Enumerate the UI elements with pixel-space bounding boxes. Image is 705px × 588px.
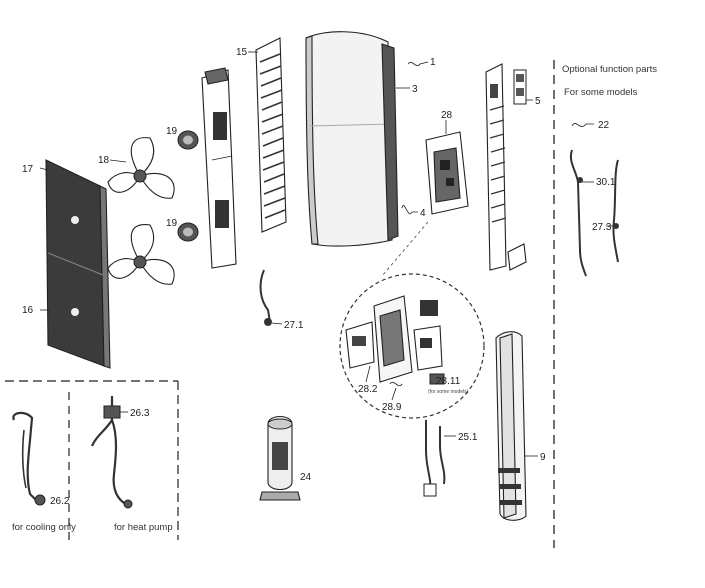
label-26-2: 26.2 bbox=[50, 496, 70, 507]
label-1: 1 bbox=[430, 57, 436, 68]
fan-motor-lower bbox=[177, 222, 199, 242]
label-22: 22 bbox=[598, 120, 610, 131]
optional-parts-title: Optional function parts bbox=[562, 64, 657, 75]
label-15: 15 bbox=[236, 47, 248, 58]
corner-bracket bbox=[507, 243, 527, 271]
motor-bracket bbox=[201, 67, 237, 269]
valve-26-3-heat-pump bbox=[90, 396, 133, 509]
optional-pipe-30-1 bbox=[569, 149, 587, 277]
label-4: 4 bbox=[420, 208, 426, 219]
optional-sensor-27-3 bbox=[612, 159, 619, 263]
right-side-panel bbox=[485, 63, 507, 271]
label-25-1: 25.1 bbox=[458, 432, 478, 443]
label-24: 24 bbox=[300, 472, 312, 483]
sensor-27-1 bbox=[259, 269, 272, 326]
optional-parts-subtitle: For some models bbox=[564, 87, 638, 98]
heat-exchanger-cabinet bbox=[305, 31, 399, 247]
label-19-lower: 19 bbox=[166, 218, 178, 229]
label-17: 17 bbox=[22, 164, 34, 175]
valve-26-2-cooling-only bbox=[12, 411, 46, 506]
small-bracket-5 bbox=[513, 69, 527, 105]
label-30-1: 30.1 bbox=[596, 177, 616, 188]
label-28-9: 28.9 bbox=[382, 402, 402, 413]
label-16: 16 bbox=[22, 305, 34, 316]
label-27-3: 27.3 bbox=[592, 222, 612, 233]
for-some-models-note: (for some models) bbox=[428, 389, 469, 395]
label-3: 3 bbox=[412, 84, 418, 95]
label-9: 9 bbox=[540, 452, 546, 463]
fan-blade-lower bbox=[107, 224, 175, 285]
caption-heat-pump: for heat pump bbox=[114, 522, 173, 533]
electrical-control-box bbox=[425, 131, 469, 215]
label-27-1: 27.1 bbox=[284, 320, 304, 331]
fan-motor-upper bbox=[177, 130, 199, 150]
label-28: 28 bbox=[441, 110, 453, 121]
label-28-2: 28.2 bbox=[358, 384, 378, 395]
fan-blade-upper bbox=[107, 137, 175, 199]
front-cover-panel-9 bbox=[495, 331, 527, 521]
caption-cooling-only: for cooling only bbox=[12, 522, 76, 533]
front-grille-panel bbox=[39, 159, 111, 369]
compressor-24 bbox=[259, 415, 301, 501]
valve-options-box bbox=[5, 380, 179, 540]
valve-assembly-25-1 bbox=[423, 420, 446, 497]
label-19-upper: 19 bbox=[166, 126, 178, 137]
electrical-box-detail-callout bbox=[339, 221, 485, 419]
label-18: 18 bbox=[98, 155, 110, 166]
label-26-3: 26.3 bbox=[130, 408, 150, 419]
rear-grille bbox=[255, 37, 287, 233]
label-28-11: 28.11 bbox=[436, 376, 461, 387]
label-5: 5 bbox=[535, 96, 541, 107]
